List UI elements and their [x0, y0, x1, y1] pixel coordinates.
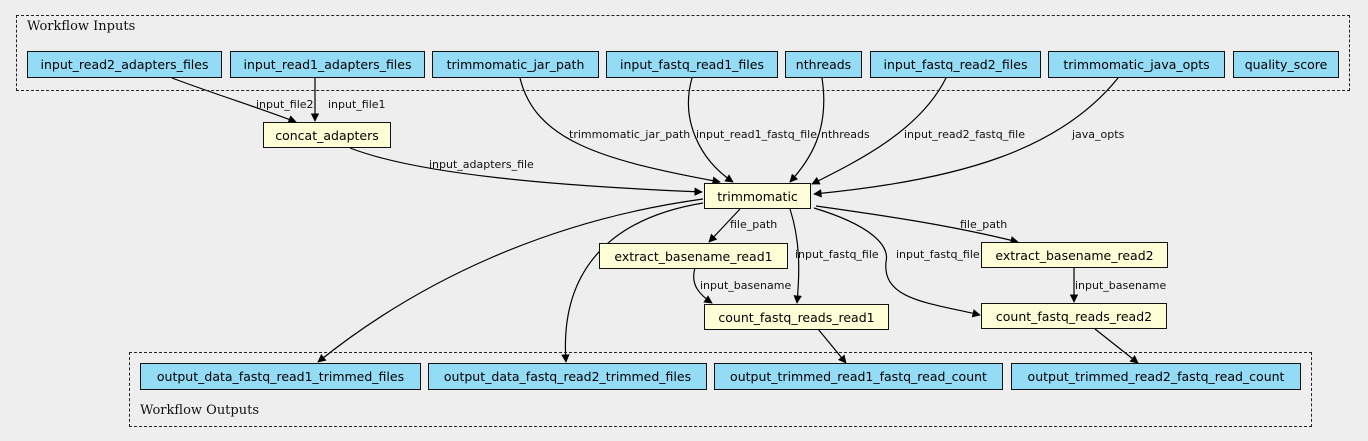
input-node-trimmomatic-java-opts[interactable]: trimmomatic_java_opts — [1048, 51, 1225, 78]
edge-label: file_path — [960, 218, 1007, 231]
workflow-inputs-cluster: Workflow Inputs — [16, 15, 1350, 91]
output-node-fastq-read2-trimmed-files[interactable]: output_data_fastq_read2_trimmed_files — [428, 363, 707, 390]
input-node-nthreads[interactable]: nthreads — [785, 51, 862, 78]
edge-label: input_fastq_file — [795, 248, 879, 261]
output-node-fastq-read1-trimmed-files[interactable]: output_data_fastq_read1_trimmed_files — [140, 363, 421, 390]
step-node-trimmomatic[interactable]: trimmomatic — [704, 183, 811, 209]
edge-count2-outc2 — [1094, 328, 1139, 364]
output-node-trimmed-read1-read-count[interactable]: output_trimmed_read1_fastq_read_count — [714, 363, 1003, 390]
edge-label: input_basename — [700, 279, 791, 292]
edge-label: input_file2 — [256, 98, 314, 111]
edge-trim-count1 — [789, 208, 802, 304]
edge-trim-outfq2 — [561, 202, 704, 363]
input-node-quality-score[interactable]: quality_score — [1233, 51, 1339, 78]
step-node-concat-adapters[interactable]: concat_adapters — [263, 122, 391, 148]
edge-trim-extract2 — [815, 205, 1019, 245]
edge-jar-trimmomatic — [519, 77, 721, 185]
edge-java-trimmomatic — [813, 77, 1119, 198]
edge-label: java_opts — [1071, 128, 1125, 141]
input-node-read1-adapters-files[interactable]: input_read1_adapters_files — [230, 51, 425, 78]
edge-label: file_path — [730, 218, 777, 231]
edge-trim-count2 — [813, 207, 981, 318]
output-node-trimmed-read2-read-count[interactable]: output_trimmed_read2_fastq_read_count — [1011, 363, 1301, 390]
edge-label: input_basename — [1075, 279, 1166, 292]
step-node-extract-basename-read1[interactable]: extract_basename_read1 — [599, 243, 788, 269]
input-node-read2-adapters-files[interactable]: input_read2_adapters_files — [27, 51, 222, 78]
edge-concat-trimmomatic — [349, 147, 703, 196]
edge-label: trimmomatic_jar_path — [569, 128, 690, 141]
input-node-trimmomatic-jar-path[interactable]: trimmomatic_jar_path — [432, 51, 599, 78]
edge-threads-trimmomatic — [789, 77, 825, 183]
edge-count1-outc1 — [817, 328, 847, 364]
step-node-count-fastq-reads-read2[interactable]: count_fastq_reads_read2 — [981, 303, 1167, 329]
step-node-extract-basename-read2[interactable]: extract_basename_read2 — [981, 242, 1168, 268]
step-node-count-fastq-reads-read1[interactable]: count_fastq_reads_read1 — [704, 304, 889, 330]
edge-label: input_file1 — [328, 98, 386, 111]
workflow-outputs-cluster: Workflow Outputs — [129, 352, 1312, 427]
edge-extract1-count1 — [693, 267, 713, 304]
input-node-fastq-read1-files[interactable]: input_fastq_read1_files — [606, 51, 778, 78]
edge-label: input_adapters_file — [429, 158, 534, 171]
workflow-outputs-label: Workflow Outputs — [140, 403, 259, 418]
edge-fq1-trimmomatic — [687, 77, 734, 183]
edge-label: input_fastq_file — [896, 248, 980, 261]
edge-label: nthreads — [821, 128, 870, 141]
workflow-inputs-label: Workflow Inputs — [27, 19, 136, 34]
edge-label: input_read1_fastq_file — [696, 128, 817, 141]
edge-fq2-trimmomatic — [811, 77, 947, 185]
edge-trim-outfq1 — [317, 198, 704, 363]
edge-trim-extract1 — [708, 208, 741, 243]
edge-label: input_read2_fastq_file — [904, 128, 1025, 141]
edge-r2adapters-concat — [171, 77, 297, 124]
input-node-fastq-read2-files[interactable]: input_fastq_read2_files — [870, 51, 1041, 78]
